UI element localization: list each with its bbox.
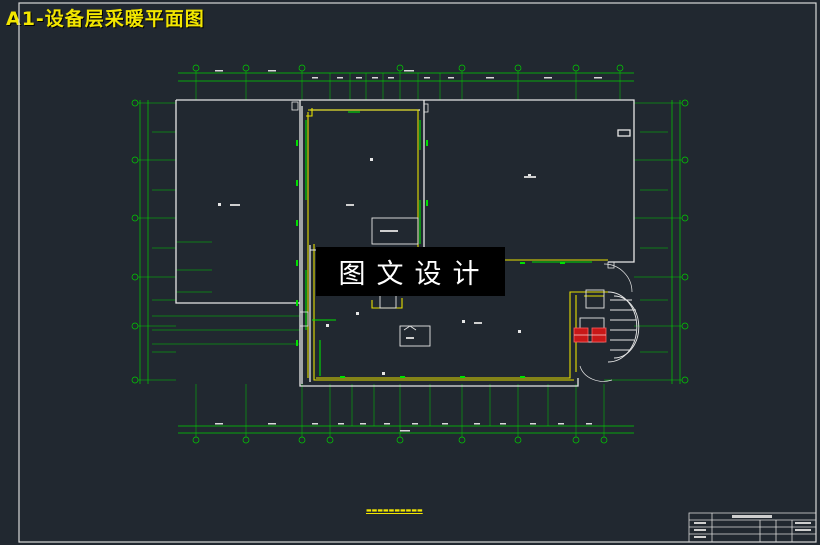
column-markers (291, 101, 615, 327)
dimension-ticks (215, 70, 602, 432)
building-walls (175, 99, 635, 387)
title-block (688, 512, 817, 543)
watermark-label: 图文设计 (316, 247, 505, 296)
pipe-risers (305, 111, 592, 376)
grid-axis-bubbles (131, 64, 689, 444)
heating-equipment (573, 327, 607, 343)
grid-lines-vertical (195, 68, 621, 440)
room-labels (230, 176, 536, 339)
plan-caption: ▬▬▬▬▬▬▬▬▬▬ (366, 507, 423, 514)
stair-core (579, 263, 640, 382)
heating-pipe-network (306, 108, 608, 381)
dimension-lines (139, 72, 681, 434)
grid-lines-horizontal (135, 102, 685, 381)
drawing-title: A1-设备层采暖平面图 (6, 8, 205, 30)
radiator-markers (218, 158, 531, 375)
sheet-border (18, 2, 817, 543)
